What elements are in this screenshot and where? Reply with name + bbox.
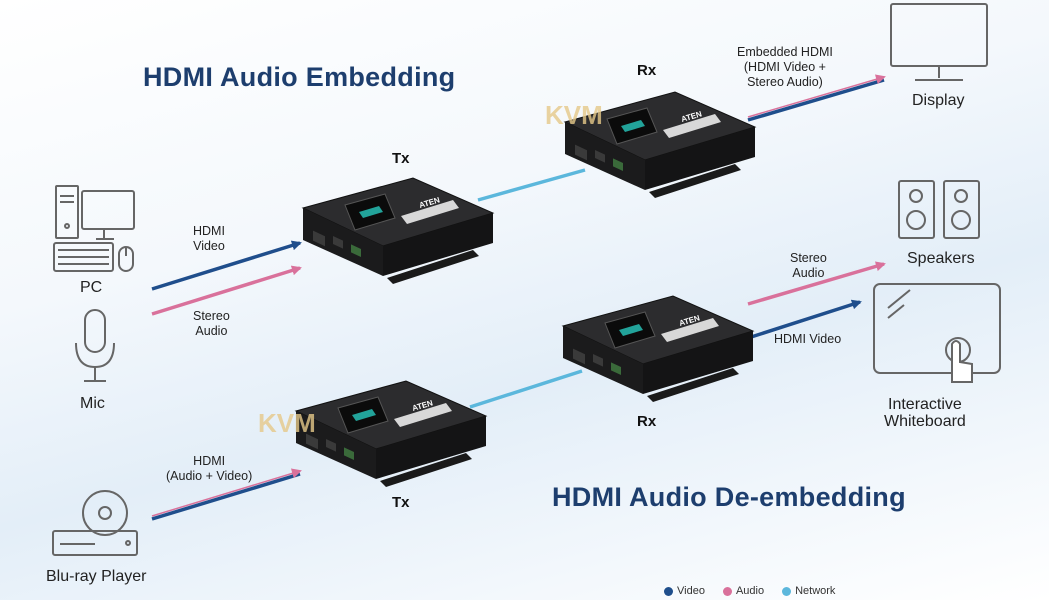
display-label: Display	[912, 92, 965, 109]
speakers-icon	[898, 180, 980, 239]
tx-device-top	[302, 177, 494, 285]
legend-label-audio: Audio	[735, 585, 765, 597]
mic-label: Mic	[80, 395, 105, 412]
whiteboard-label: Interactive Whiteboard	[884, 396, 966, 430]
watermark-bottom: KVM	[258, 408, 316, 438]
legend-item-video: Video	[664, 585, 705, 597]
hdmi-video-in-label: HDMI Video	[193, 224, 225, 253]
legend-label-network: Network	[795, 585, 836, 597]
hdmi-video-out-label: HDMI Video	[774, 332, 842, 346]
hdmi-video-out-arrow	[747, 299, 862, 340]
network-line-top	[477, 168, 586, 202]
rx-label-top: Rx	[637, 62, 657, 79]
title-deembedding: HDMI Audio De-embedding	[552, 482, 906, 512]
tx-device-bottom	[295, 380, 487, 488]
legend: Video Audio Network	[664, 585, 835, 597]
hdmi-av-in-label: HDMI (Audio + Video)	[166, 454, 253, 483]
hdmi-av-audio-stroke	[151, 468, 302, 517]
rx-device-bottom	[562, 295, 754, 403]
mic-icon	[75, 309, 115, 382]
stereo-audio-in-arrow	[151, 265, 302, 316]
watermark-top: KVM	[545, 100, 603, 130]
embedded-hdmi-label: Embedded HDMI (HDMI Video + Stereo Audio…	[737, 45, 833, 89]
tx-label-top: Tx	[392, 150, 410, 167]
pc-label: PC	[80, 279, 103, 296]
whiteboard-icon	[873, 283, 1001, 383]
tx-label-bottom: Tx	[392, 494, 410, 511]
speakers-label: Speakers	[907, 250, 975, 267]
rx-label-bottom: Rx	[637, 413, 657, 430]
stereo-audio-in-label: Stereo Audio	[193, 309, 230, 338]
legend-item-audio: Audio	[722, 585, 765, 597]
legend-label-video: Video	[677, 585, 705, 597]
embedded-hdmi-video-stroke	[747, 78, 885, 122]
hdmi-video-in-arrow	[151, 240, 302, 291]
display-icon	[890, 3, 988, 81]
title-embedding: HDMI Audio Embedding	[143, 62, 456, 92]
legend-dot-audio	[722, 586, 732, 596]
legend-dot-video	[664, 586, 673, 596]
legend-item-network: Network	[782, 585, 835, 597]
stereo-audio-out-label: Stereo Audio	[790, 251, 827, 280]
pc-icon	[53, 185, 135, 272]
hdmi-av-video-stroke	[151, 472, 301, 521]
network-line-bottom	[469, 369, 583, 409]
bluray-label: Blu-ray Player	[46, 568, 147, 585]
embedded-hdmi-audio-stroke	[747, 74, 886, 118]
bluray-player-icon	[52, 490, 138, 556]
stereo-audio-out-arrow	[747, 261, 886, 306]
legend-dot-network	[782, 586, 792, 596]
